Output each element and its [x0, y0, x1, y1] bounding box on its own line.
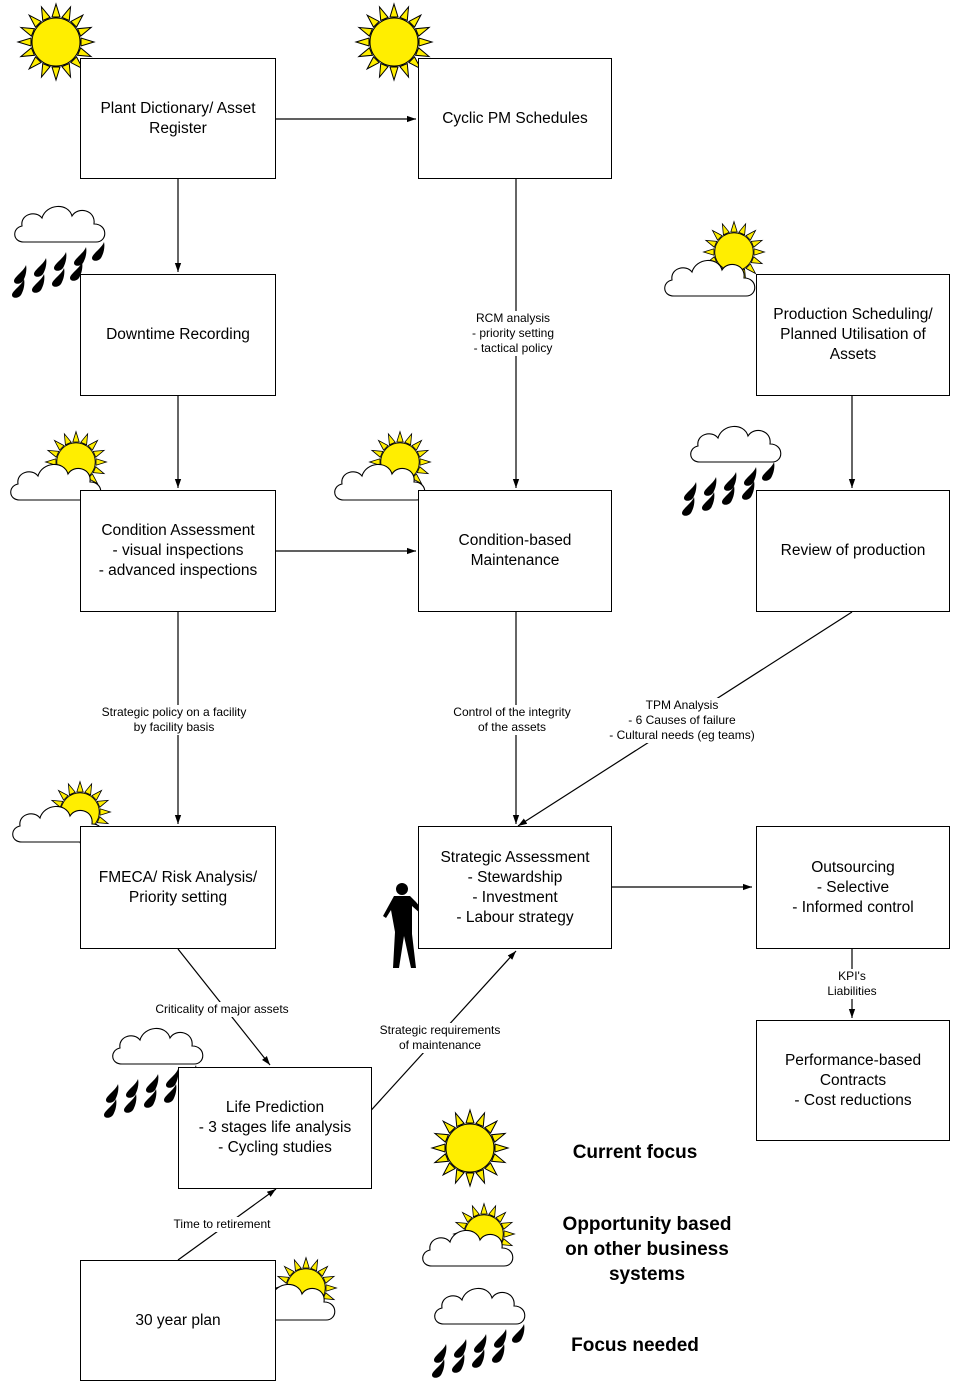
- criticality-label: Criticality of major assets: [153, 1002, 291, 1017]
- person-silhouette-icon: [383, 883, 424, 968]
- rcm-analysis-label: RCM analysis- priority setting- tactical…: [469, 311, 557, 356]
- production-scheduling-box: Production Scheduling/Planned Utilisatio…: [756, 274, 950, 396]
- review-of-production-box: Review of production: [756, 490, 950, 612]
- legend-current-focus: Current focus: [572, 1142, 698, 1163]
- thirty-year-plan-box: 30 year plan: [80, 1260, 276, 1381]
- sun-behind-cloud-icon: [334, 431, 431, 501]
- sun-behind-cloud-icon: [664, 221, 765, 297]
- fmeca-box: FMECA/ Risk Analysis/Priority setting: [80, 826, 276, 949]
- downtime-recording-box: Downtime Recording: [80, 274, 276, 396]
- condition-assessment-box: Condition Assessment- visual inspections…: [80, 490, 276, 612]
- time-to-retirement-label: Time to retirement: [171, 1217, 273, 1232]
- tpm-analysis-label: TPM Analysis- 6 Causes of failure- Cultu…: [607, 698, 757, 743]
- outsourcing-box: Outsourcing- Selective- Informed control: [756, 826, 950, 949]
- life-prediction-box: Life Prediction- 3 stages life analysis-…: [178, 1067, 372, 1189]
- sun-icon: [431, 1109, 509, 1187]
- cyclic-pm-schedules-box: Cyclic PM Schedules: [418, 58, 612, 179]
- strategic-assessment-box: Strategic Assessment- Stewardship- Inves…: [418, 826, 612, 949]
- legend-focus-needed: Focus needed: [571, 1335, 699, 1356]
- rain-cloud-icon: [432, 1287, 526, 1378]
- sun-behind-cloud-icon: [422, 1203, 515, 1267]
